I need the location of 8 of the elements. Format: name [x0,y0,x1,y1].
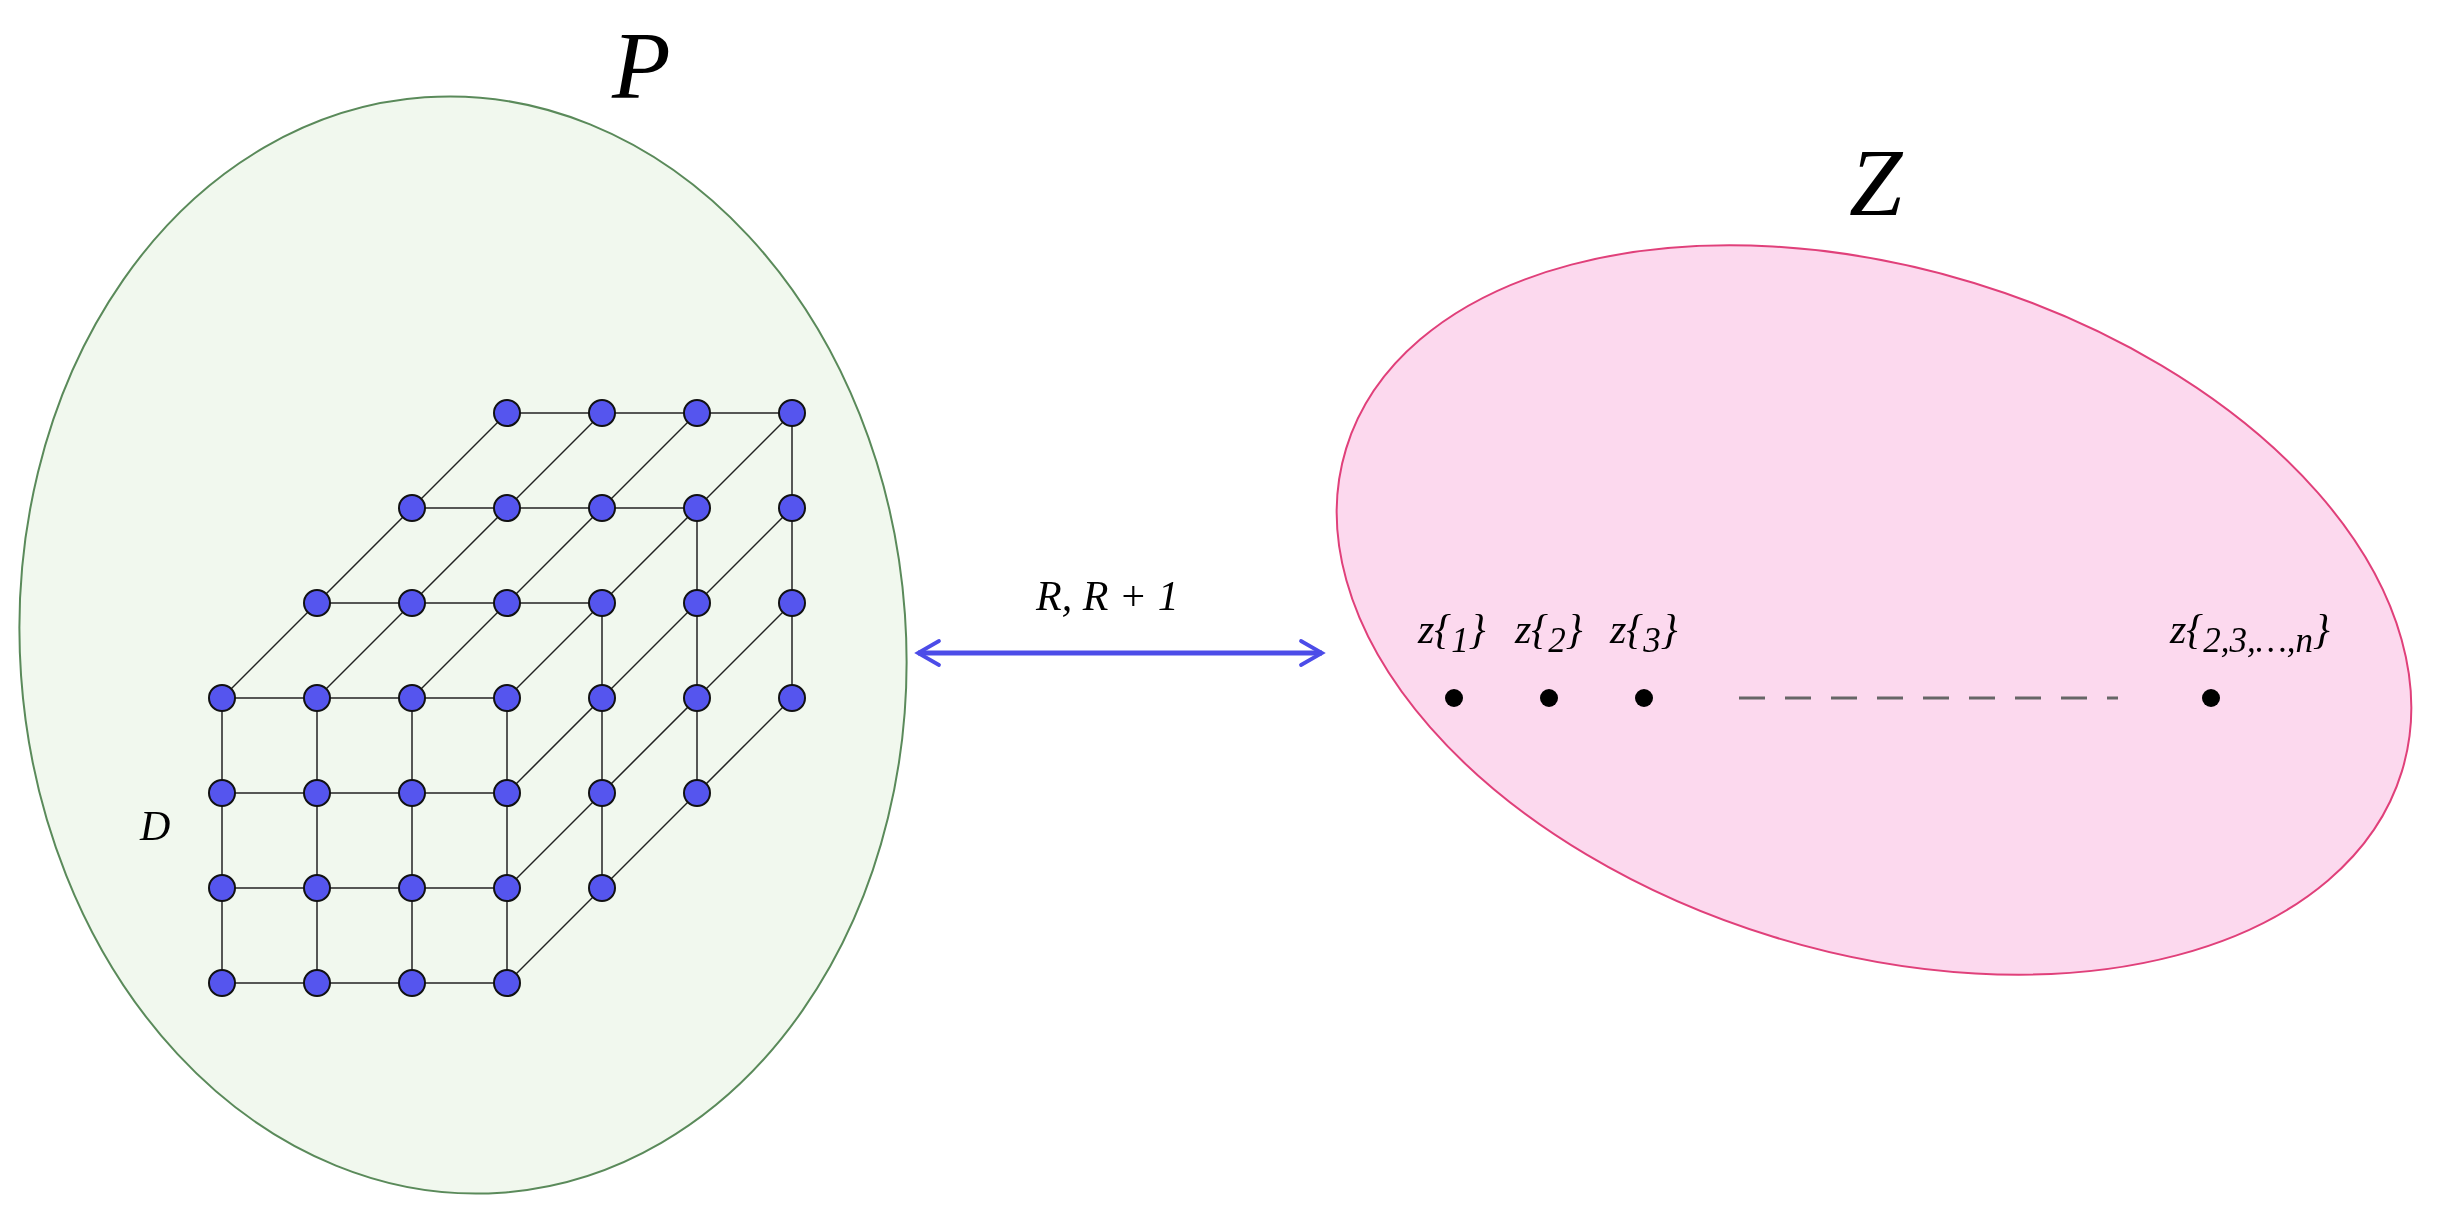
point-label: z{$_{2}$} [1515,608,1583,659]
double-arrow [916,639,1324,667]
point-label: z{$_{2,3,…,n}$} [2170,608,2330,659]
set-name: Z [1849,135,1903,231]
point-label: z{$_{3}$} [1610,608,1678,659]
dimension-label: D [140,805,171,847]
point-label: z{$_{1}$} [1418,608,1486,659]
set-name: P [612,18,671,114]
